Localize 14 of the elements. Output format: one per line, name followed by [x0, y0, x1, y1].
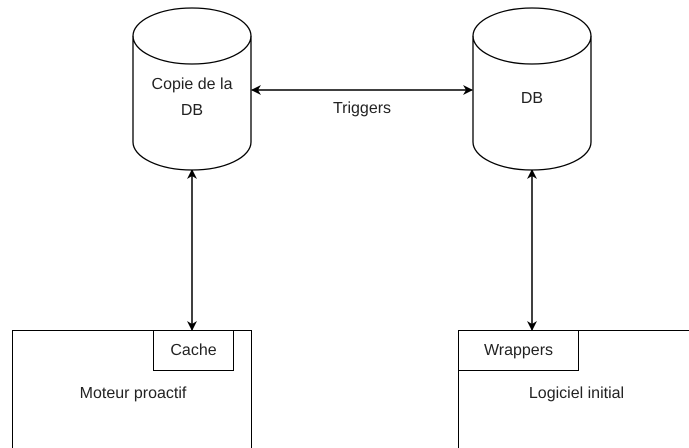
node-label: Cache [170, 340, 217, 360]
arrow [187, 169, 197, 331]
arrow [251, 85, 473, 95]
node-label: DB [520, 89, 544, 109]
node-label: Moteur proactif [78, 384, 188, 404]
edge-label: Triggers [330, 100, 394, 118]
arrow [527, 169, 537, 331]
node-label: Wrappers [484, 340, 554, 360]
node-label: Copie de la DB [150, 75, 234, 121]
component-box [12, 330, 252, 448]
node-label: Logiciel initial [528, 384, 626, 404]
module-box [153, 330, 234, 371]
component-box [458, 330, 689, 448]
module-box [458, 330, 579, 371]
